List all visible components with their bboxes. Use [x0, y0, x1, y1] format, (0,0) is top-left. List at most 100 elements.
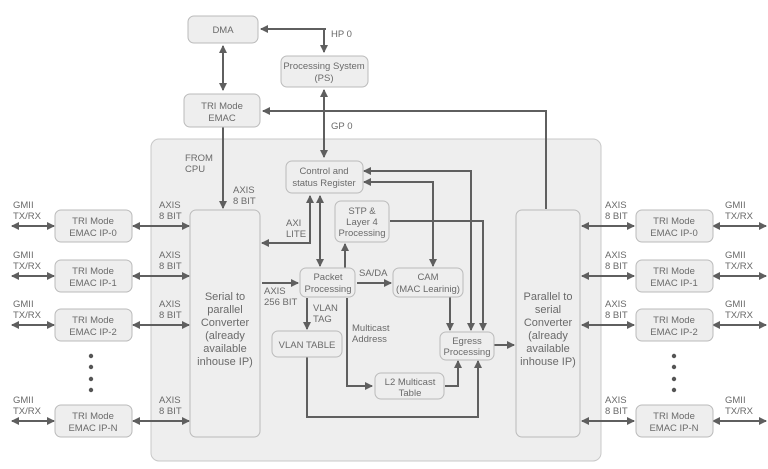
- csr-egress-link: [363, 167, 475, 331]
- svg-text:EMAC IP-0: EMAC IP-0: [69, 228, 117, 239]
- svg-text:Serial to: Serial to: [205, 291, 245, 303]
- svg-text:GMII: GMII: [725, 299, 746, 310]
- svg-text:Table: Table: [399, 388, 422, 399]
- svg-text:Layer 4: Layer 4: [346, 217, 378, 228]
- svg-text:CAM: CAM: [417, 272, 438, 283]
- svg-text:8 BIT: 8 BIT: [605, 261, 628, 272]
- svg-text:L2 Multicast: L2 Multicast: [385, 377, 436, 388]
- svg-text:8 BIT: 8 BIT: [159, 406, 182, 417]
- csr-label-1: Control and: [299, 166, 348, 177]
- egress-label-1: Egress: [452, 336, 482, 347]
- svg-text:VLAN: VLAN: [313, 303, 338, 314]
- svg-text:available: available: [203, 343, 246, 355]
- svg-text:FROM: FROM: [185, 153, 213, 164]
- vlan-egress-link: [306, 357, 482, 418]
- stp-layer4-block: STP & Layer 4 Processing: [334, 200, 390, 243]
- svg-text:(PS): (PS): [315, 73, 334, 84]
- sada-label: SA/DA: [359, 268, 388, 279]
- right-emac-ip-0: TRI Mode EMAC IP-0: [635, 209, 714, 243]
- hp0-link: [260, 25, 328, 53]
- emac-label: TRI Mode: [72, 216, 114, 227]
- svg-text:TX/RX: TX/RX: [725, 406, 754, 417]
- svg-text:TRI Mode: TRI Mode: [72, 315, 114, 326]
- svg-text:GMII: GMII: [725, 395, 746, 406]
- svg-text:Converter: Converter: [201, 317, 250, 329]
- left-emac-ip-n: TRI Mode EMAC IP-N: [54, 404, 133, 438]
- right-gmii-labels: GMII TX/RX GMII TX/RX GMII TX/RX GMII TX…: [725, 200, 754, 417]
- svg-text:(MAC Learinig): (MAC Learinig): [396, 284, 460, 295]
- hp0-label: HP 0: [331, 29, 352, 40]
- left-axis-labels: AXIS 8 BIT AXIS 8 BIT AXIS 8 BIT AXIS 8 …: [159, 200, 182, 417]
- svg-text:TRI Mode: TRI Mode: [72, 411, 114, 422]
- svg-text:TRI Mode: TRI Mode: [72, 266, 114, 277]
- cam-label-2: (MAC Learinig): [396, 284, 460, 295]
- tri-top-label-2: EMAC: [208, 113, 236, 124]
- svg-text:status Register: status Register: [292, 178, 355, 189]
- p2s-label-4: (already: [528, 330, 568, 342]
- control-status-register-block: Control and status Register: [285, 160, 364, 194]
- svg-text:GMII: GMII: [13, 395, 34, 406]
- svg-text:(already: (already: [205, 330, 245, 342]
- svg-text:TRI Mode: TRI Mode: [653, 216, 695, 227]
- s2p-label-5: available: [203, 343, 246, 355]
- parallel-to-serial-block: Parallel to serial Converter (already av…: [515, 209, 581, 438]
- svg-text:EMAC IP-1: EMAC IP-1: [69, 278, 117, 289]
- svg-text:EMAC IP-N: EMAC IP-N: [68, 423, 117, 434]
- svg-text:CPU: CPU: [185, 164, 205, 175]
- svg-text:Processing: Processing: [305, 284, 352, 295]
- right-emac-ip-n: TRI Mode EMAC IP-N: [635, 404, 714, 438]
- emac-label: TRI Mode: [653, 216, 695, 227]
- svg-text:TAG: TAG: [313, 314, 332, 325]
- emac-id: EMAC IP-1: [69, 278, 117, 289]
- svg-text:Packet: Packet: [313, 272, 342, 283]
- egress-processing-block: Egress Processing: [439, 331, 495, 361]
- svg-text:TX/RX: TX/RX: [13, 261, 42, 272]
- axi-lite-label: AXI LITE: [286, 218, 306, 240]
- ps-label-1: Processing System: [283, 61, 364, 72]
- vlan-table-label: VLAN TABLE: [279, 340, 336, 351]
- l2-egress-link: [445, 360, 462, 387]
- s2p-label-2: parallel: [207, 304, 242, 316]
- svg-text:8 BIT: 8 BIT: [605, 310, 628, 321]
- l2-multicast-table-block: L2 Multicast Table: [374, 372, 445, 400]
- svg-text:Converter: Converter: [524, 317, 573, 329]
- emac-label: TRI Mode: [72, 411, 114, 422]
- svg-text:TRI Mode: TRI Mode: [653, 266, 695, 277]
- svg-text:TRI Mode: TRI Mode: [653, 315, 695, 326]
- svg-text:AXIS: AXIS: [605, 200, 627, 211]
- svg-text:Processing System: Processing System: [283, 61, 364, 72]
- svg-text:AXIS: AXIS: [159, 299, 181, 310]
- svg-text:Multicast: Multicast: [352, 323, 390, 334]
- svg-text:inhouse IP): inhouse IP): [197, 356, 253, 368]
- svg-text:GMII: GMII: [725, 200, 746, 211]
- svg-text:EMAC IP-N: EMAC IP-N: [649, 423, 698, 434]
- svg-text:STP &: STP &: [348, 206, 376, 217]
- right-emac-ip-1: TRI Mode EMAC IP-1: [635, 259, 714, 293]
- svg-text:8 BIT: 8 BIT: [233, 196, 256, 207]
- stp-label-1: STP &: [348, 206, 376, 217]
- packet-label-2: Processing: [305, 284, 352, 295]
- right-port-links: [581, 222, 767, 425]
- svg-text:GMII: GMII: [13, 250, 34, 261]
- svg-text:AXIS: AXIS: [605, 395, 627, 406]
- s2p-label-4: (already: [205, 330, 245, 342]
- dma-label: DMA: [212, 25, 234, 36]
- emac-id: EMAC IP-0: [69, 228, 117, 239]
- emac-label: TRI Mode: [653, 411, 695, 422]
- axi-lite-link: [261, 195, 314, 247]
- svg-text:TX/RX: TX/RX: [13, 406, 42, 417]
- axis-256bit-label: AXIS 256 BIT: [264, 286, 297, 308]
- svg-text:Control and: Control and: [299, 166, 348, 177]
- gp0-label: GP 0: [331, 121, 352, 132]
- svg-text:TX/RX: TX/RX: [725, 211, 754, 222]
- svg-text:TX/RX: TX/RX: [725, 261, 754, 272]
- svg-text:EMAC IP-2: EMAC IP-2: [69, 327, 117, 338]
- l2-label-1: L2 Multicast: [385, 377, 436, 388]
- svg-text:256 BIT: 256 BIT: [264, 297, 297, 308]
- processing-system-block: Processing System (PS): [280, 55, 369, 88]
- tri-top-label-1: TRI Mode: [201, 101, 243, 112]
- from-cpu-label: FROM CPU: [185, 153, 213, 175]
- svg-text:inhouse IP): inhouse IP): [520, 356, 576, 368]
- svg-text:AXI: AXI: [286, 218, 301, 229]
